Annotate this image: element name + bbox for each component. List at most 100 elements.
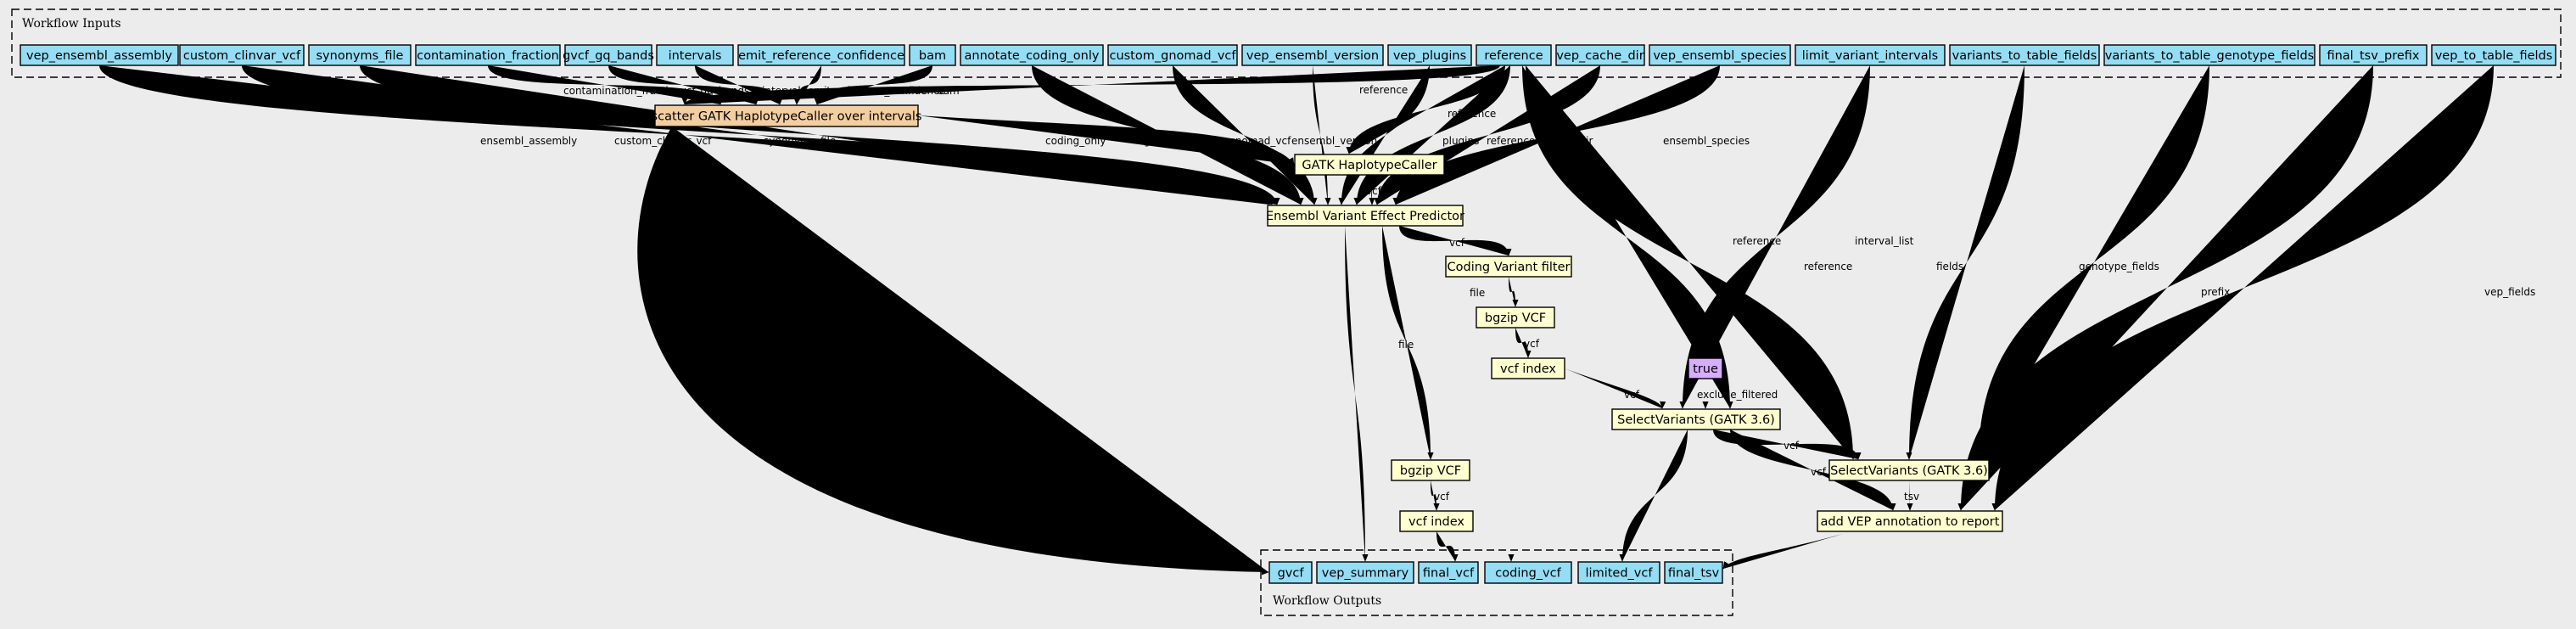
step-gatk-haplotypecaller-box bbox=[1294, 154, 1445, 176]
step-bgzip-vcf-2-box bbox=[1391, 459, 1470, 481]
output-coding-vcf: coding_vcf bbox=[1484, 561, 1572, 584]
input-annotate-coding-only-box bbox=[960, 44, 1104, 66]
step-add-vep-annotation-label: add VEP annotation to report bbox=[1821, 515, 2000, 529]
edge-index2-to-out-final-vcf bbox=[1436, 531, 1459, 562]
edge-in-emit-reference-confidence-to-scatter bbox=[793, 65, 821, 105]
constant-true-box bbox=[1688, 357, 1723, 379]
edge-scatter-to-gatk-hc bbox=[918, 115, 1295, 166]
input-custom-gnomad-vcf-box bbox=[1107, 44, 1238, 66]
step-scatter-haplotypecaller: scatter GATK HaplotypeCaller over interv… bbox=[652, 104, 921, 127]
output-final-tsv-label: final_tsv bbox=[1668, 567, 1720, 581]
edge-label-custom-gnomad-vcf: custom_gnomad_vcf bbox=[1186, 135, 1291, 147]
output-vep-summary-box bbox=[1316, 561, 1414, 584]
input-variants-to-table-genotype-fields-label: variants_to_table_genotype_fields bbox=[2105, 49, 2314, 63]
edges bbox=[99, 65, 2494, 576]
edge-label-vcf-hc-vep: vcf bbox=[1366, 185, 1382, 197]
constant-true: true bbox=[1688, 357, 1723, 379]
inputs-cluster: Workflow Inputs bbox=[11, 8, 2562, 78]
input-bam-label: bam bbox=[919, 49, 946, 63]
edge-in-limit-variant-intervals-to-select1 bbox=[1679, 65, 1870, 409]
step-ensembl-vep-label: Ensembl Variant Effect Predictor bbox=[1266, 210, 1464, 223]
input-vep-ensembl-version: vep_ensembl_version bbox=[1241, 44, 1384, 66]
step-selectvariants-2-box bbox=[1828, 459, 1990, 481]
edge-add-vep-to-final-tsv bbox=[1722, 531, 1851, 570]
input-vep-ensembl-species-label: vep_ensembl_species bbox=[1653, 49, 1786, 63]
edge-vep-to-bgzip2 bbox=[1382, 226, 1434, 460]
step-coding-variant-filter-label: Coding Variant filter bbox=[1448, 261, 1571, 274]
edge-in-variants-to-table-fields-to-select2 bbox=[1906, 65, 2024, 460]
input-vep-ensembl-version-box bbox=[1241, 44, 1384, 66]
input-limit-variant-intervals: limit_variant_intervals bbox=[1795, 44, 1946, 66]
output-gvcf: gvcf bbox=[1268, 561, 1313, 584]
edge-label-vcf-sel1-add: vcf bbox=[1811, 466, 1827, 478]
step-vcf-index-1-box bbox=[1491, 357, 1565, 379]
edge-vep-to-coding-filter bbox=[1399, 226, 1512, 256]
step-coding-variant-filter: Coding Variant filter bbox=[1445, 256, 1572, 278]
input-vep-ensembl-species-box bbox=[1649, 44, 1791, 66]
output-final-tsv-box bbox=[1664, 561, 1723, 584]
input-final-tsv-prefix-box bbox=[2319, 44, 2428, 66]
input-vep-ensembl-version-label: vep_ensembl_version bbox=[1246, 49, 1379, 63]
input-vep-ensembl-assembly-label: vep_ensembl_assembly bbox=[26, 49, 172, 63]
input-vep-ensembl-assembly-box bbox=[20, 44, 179, 66]
edge-label-emit-reference-confidence: emit_reference_confidence bbox=[808, 85, 945, 97]
edge-label-genotype-fields: genotype_fields bbox=[2079, 261, 2159, 272]
edge-label-vep-fields: vep_fields bbox=[2484, 286, 2535, 298]
edge-select1-to-out-limited-vcf bbox=[1619, 430, 1688, 562]
step-vcf-index-1-label: vcf index bbox=[1500, 362, 1556, 376]
input-vep-to-table-fields-box bbox=[2431, 44, 2556, 66]
input-custom-clinvar-vcf-label: custom_clinvar_vcf bbox=[183, 49, 301, 63]
edge-in-reference-to-gatk-hc bbox=[1346, 65, 1505, 154]
input-contamination-fraction: contamination_fraction bbox=[415, 44, 561, 66]
input-vep-plugins: vep_plugins bbox=[1387, 44, 1472, 66]
input-annotate-coding-only-label: annotate_coding_only bbox=[965, 49, 1100, 63]
edge-label-reference-sel2: reference bbox=[1804, 261, 1852, 272]
input-custom-clinvar-vcf-box bbox=[179, 44, 305, 66]
outputs-cluster-label: Workflow Outputs bbox=[1273, 594, 1381, 608]
edge-label-vcf-vep-coding: vcf bbox=[1449, 237, 1465, 249]
input-custom-gnomad-vcf: custom_gnomad_vcf bbox=[1107, 44, 1238, 66]
step-selectvariants-1-label: SelectVariants (GATK 3.6) bbox=[1617, 413, 1775, 427]
input-synonyms-file-box bbox=[308, 44, 412, 66]
step-scatter-haplotypecaller-box bbox=[654, 104, 919, 127]
edge-label-ensembl-version: ensembl_version bbox=[1291, 135, 1377, 147]
step-gatk-haplotypecaller-label: GATK HaplotypeCaller bbox=[1302, 159, 1436, 172]
step-bgzip-vcf-1-box bbox=[1476, 306, 1555, 329]
input-vep-cache-dir: vep_cache_dir bbox=[1555, 44, 1645, 66]
edge-index1-to-select1 bbox=[1565, 368, 1666, 409]
input-synonyms-file-label: synonyms_file bbox=[316, 49, 404, 63]
edge-label-ensembl-assembly: ensembl_assembly bbox=[480, 135, 577, 147]
edge-label-reference-vep: reference bbox=[1487, 135, 1535, 147]
edge-label-ensembl-species: ensembl_species bbox=[1663, 135, 1750, 147]
edge-in-reference-to-scatter bbox=[681, 65, 1500, 105]
edge-label-custom-clinvar-vcf: custom_clinvar_vcf bbox=[614, 135, 712, 147]
output-gvcf-box bbox=[1268, 561, 1313, 584]
step-bgzip-vcf-2-label: bgzip VCF bbox=[1400, 464, 1461, 478]
edge-label-vcf-bgzip-index: vcf bbox=[1524, 338, 1540, 350]
edge-bgzip2-to-index2 bbox=[1431, 480, 1440, 511]
edge-label-file-coding-bgzip: file bbox=[1470, 287, 1485, 299]
step-selectvariants-1: SelectVariants (GATK 3.6) bbox=[1611, 408, 1781, 430]
edge-label-tsv: tsv bbox=[1904, 491, 1919, 503]
edge-gatk-hc-to-vep bbox=[1369, 175, 1375, 205]
input-gvcf-gq-bands: gvcf_gq_bands bbox=[563, 44, 654, 66]
input-gvcf-gq-bands-label: gvcf_gq_bands bbox=[563, 49, 654, 63]
output-final-tsv: final_tsv bbox=[1664, 561, 1723, 584]
edge-labels: referencecontamination_fractiongvcf_gq_b… bbox=[480, 84, 2535, 503]
input-reference-box bbox=[1476, 44, 1552, 66]
edge-label-vcf-bgzip2-index2: vcf bbox=[1434, 491, 1450, 503]
edge-in-synonyms-file-to-vep bbox=[360, 65, 1280, 205]
input-synonyms-file: synonyms_file bbox=[308, 44, 412, 66]
edge-label-synonyms-file: synonyms_file bbox=[764, 135, 836, 147]
input-contamination-fraction-box bbox=[415, 44, 561, 66]
output-final-vcf-box bbox=[1418, 561, 1479, 584]
edge-bgzip1-to-index1 bbox=[1515, 328, 1532, 358]
step-vcf-index-2-label: vcf index bbox=[1408, 515, 1464, 529]
edge-label-prefix: prefix bbox=[2201, 286, 2230, 298]
input-limit-variant-intervals-label: limit_variant_intervals bbox=[1802, 49, 1938, 63]
input-final-tsv-prefix-label: final_tsv_prefix bbox=[2327, 49, 2419, 63]
output-limited-vcf-label: limited_vcf bbox=[1586, 567, 1654, 581]
input-vep-to-table-fields-label: vep_to_table_fields bbox=[2435, 49, 2553, 63]
edge-in-contamination-fraction-to-scatter bbox=[488, 65, 724, 105]
edge-in-bam-to-scatter bbox=[814, 65, 932, 105]
